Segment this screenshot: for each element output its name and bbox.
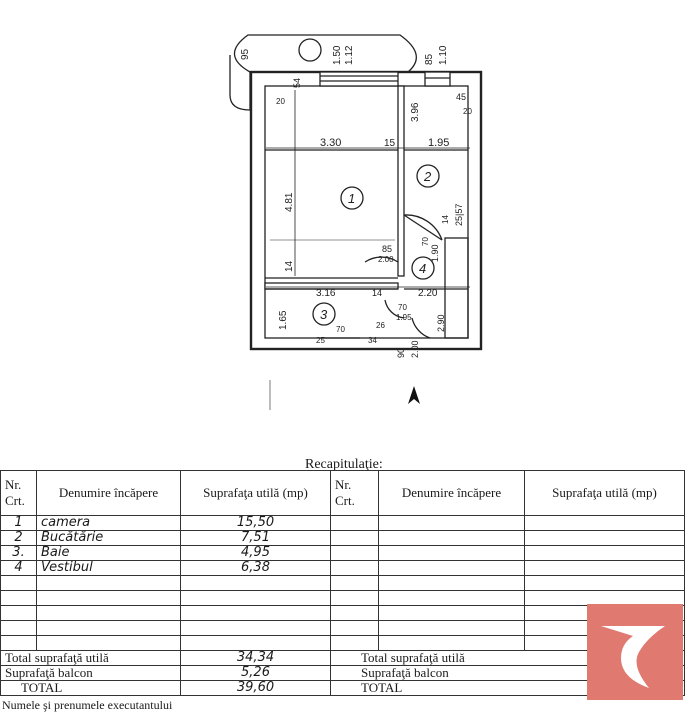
row-name: Vestibul xyxy=(36,560,181,576)
room-2-circle xyxy=(416,164,440,188)
table-row: 4 Vestibul 6,38 xyxy=(0,560,685,576)
footer-text: Numele şi prenumele executantului xyxy=(2,698,173,712)
dim-70c: 70 xyxy=(336,325,345,334)
empty-row xyxy=(0,590,685,606)
bird-logo-icon xyxy=(587,604,683,700)
total-util-label: Total suprafaţă utilă xyxy=(0,650,181,666)
north-arrow-icon xyxy=(408,386,420,404)
header-suprafata: Suprafaţa utilă (mp) xyxy=(180,470,331,516)
row-name: Baie xyxy=(36,545,181,561)
dim-14c: 14 xyxy=(372,288,382,298)
header-suprafata-right: Suprafaţa utilă (mp) xyxy=(524,470,685,516)
header-denumire: Denumire încăpere xyxy=(36,470,181,516)
dim-165: 1.65 xyxy=(278,310,289,330)
row-nr: 3. xyxy=(0,545,37,561)
balcony-circle xyxy=(298,38,322,62)
row-nr: 1 xyxy=(0,515,37,531)
header-denumire-right: Denumire încăpere xyxy=(378,470,525,516)
row-nr: 2 xyxy=(0,530,37,546)
empty-row xyxy=(0,620,685,636)
row-area: 4,95 xyxy=(180,545,331,561)
recap-table: Nr. Crt. Denumire încăpere Suprafaţa uti… xyxy=(0,470,685,696)
room-3-number: 3 xyxy=(320,307,328,322)
dim-481: 4.81 xyxy=(284,192,295,212)
row-name: camera xyxy=(36,515,181,531)
row-area: 15,50 xyxy=(180,515,331,531)
balcony-outline xyxy=(233,34,417,73)
dim-190: 1.90 xyxy=(430,244,440,262)
total-balcon-label: Suprafaţă balcon xyxy=(0,665,181,681)
dim-112: 1.12 xyxy=(344,45,355,65)
dim-110: 1.10 xyxy=(438,45,449,65)
total-row: TOTAL 39,60 TOTAL xyxy=(0,680,685,696)
row-nr: 4 xyxy=(0,560,37,576)
dim-34: 34 xyxy=(368,336,377,345)
room-4-circle xyxy=(411,256,435,280)
room-1-circle xyxy=(340,186,364,210)
room-3-circle xyxy=(312,302,336,326)
dim-85: 85 xyxy=(424,53,435,65)
dim-330: 3.30 xyxy=(320,137,341,149)
dim-70b: 70 xyxy=(398,303,407,312)
empty-row xyxy=(0,575,685,591)
dim-14a: 14 xyxy=(284,260,295,272)
table-row: 1 camera 15,50 xyxy=(0,515,685,531)
dim-15: 15 xyxy=(384,138,396,149)
row-area: 7,51 xyxy=(180,530,331,546)
dim-70a: 70 xyxy=(421,237,430,246)
table-row: 2 Bucătărie 7,51 xyxy=(0,530,685,546)
dim-195b: 1.95 xyxy=(396,313,412,322)
dim-95: 95 xyxy=(240,48,251,60)
room-4-number: 4 xyxy=(419,261,426,276)
dim-25-57: 25|57 xyxy=(454,204,464,226)
total-util-row: Total suprafaţă utilă 34,34 Total supraf… xyxy=(0,650,685,666)
dim-85b: 85 xyxy=(382,244,392,254)
dim-316: 3.16 xyxy=(316,288,336,299)
recap-title: Recapitulaţie: xyxy=(305,457,383,472)
dim-20b: 20 xyxy=(463,107,472,116)
dim-290: 2.90 xyxy=(436,314,446,332)
header-nr-right: Nr. Crt. xyxy=(330,470,379,516)
dim-14b: 14 xyxy=(441,215,450,224)
recap-header-row: Nr. Crt. Denumire încăpere Suprafaţa uti… xyxy=(0,470,685,516)
dim-25: 25 xyxy=(316,336,325,345)
room-1-number: 1 xyxy=(348,191,355,206)
dim-195: 1.95 xyxy=(428,137,449,149)
dim-20a: 20 xyxy=(276,97,285,106)
table-row: 3. Baie 4,95 xyxy=(0,545,685,561)
total-util-value: 34,34 xyxy=(180,650,331,666)
header-nr: Nr. Crt. xyxy=(0,470,37,516)
dim-200a: 2.00 xyxy=(378,255,394,264)
room-2-number: 2 xyxy=(423,169,432,184)
empty-row xyxy=(0,635,685,651)
dim-220: 2.20 xyxy=(418,288,438,299)
row-name: Bucătărie xyxy=(36,530,181,546)
dim-150: 1.50 xyxy=(332,45,343,65)
dim-90: 90 xyxy=(396,348,406,358)
dim-396: 3.96 xyxy=(410,102,421,122)
row-area: 6,38 xyxy=(180,560,331,576)
total-value: 39,60 xyxy=(180,680,331,696)
dim-26: 26 xyxy=(376,321,385,330)
dim-200b: 2.00 xyxy=(410,340,420,358)
floor-plan: 95 1.50 1.12 85 1.10 54 20 3.96 45 20 3.… xyxy=(229,34,483,410)
dim-54: 54 xyxy=(292,78,302,88)
total-balcon-row: Suprafaţă balcon 5,26 Suprafaţă balcon xyxy=(0,665,685,681)
total-balcon-value: 5,26 xyxy=(180,665,331,681)
total-label: TOTAL xyxy=(0,680,181,696)
dim-45: 45 xyxy=(456,92,466,102)
empty-row xyxy=(0,605,685,621)
